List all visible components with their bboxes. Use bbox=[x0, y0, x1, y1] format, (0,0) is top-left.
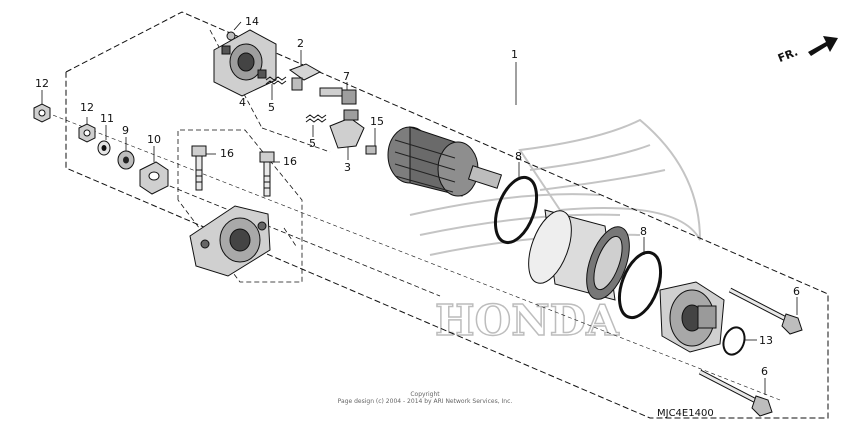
callout-12-inner: 12 bbox=[80, 101, 94, 114]
spring-5-upper bbox=[265, 76, 287, 85]
brush-holder-leaders bbox=[154, 29, 441, 297]
nut-12-outer bbox=[33, 103, 51, 123]
callout-8-front: 8 bbox=[515, 150, 522, 163]
callout-8-rear: 8 bbox=[640, 225, 647, 238]
terminal-insulator-10 bbox=[139, 161, 169, 195]
nut-12-inner bbox=[78, 123, 96, 143]
front-direction-arrow bbox=[808, 36, 838, 56]
callout-1: 1 bbox=[511, 48, 518, 61]
insulator-9 bbox=[117, 150, 135, 170]
callout-5-lower: 5 bbox=[309, 137, 316, 150]
front-cover bbox=[189, 205, 271, 277]
callout-14: 14 bbox=[245, 15, 259, 28]
motor-yoke bbox=[528, 209, 630, 301]
brush-3 bbox=[329, 109, 365, 149]
assembly-boundary bbox=[65, 11, 829, 419]
copyright-notice: Copyright Page design (c) 2004 - 2014 by… bbox=[215, 391, 635, 406]
brush-2 bbox=[288, 63, 322, 91]
callout-6-upper: 6 bbox=[793, 285, 800, 298]
copyright-text: Page design (c) 2004 - 2014 by ARI Netwo… bbox=[337, 397, 513, 405]
brush-terminal-7 bbox=[319, 87, 357, 105]
callout-13: 13 bbox=[759, 334, 773, 347]
callout-6-lower: 6 bbox=[761, 365, 768, 378]
rear-cover bbox=[659, 281, 725, 353]
callout-9: 9 bbox=[122, 124, 129, 137]
bolt-16-right bbox=[259, 151, 275, 197]
front-cover-group-boundary bbox=[177, 129, 303, 283]
armature bbox=[387, 126, 503, 197]
o-ring-13 bbox=[722, 326, 746, 356]
brush-holder-4 bbox=[213, 29, 277, 97]
long-bolt-6-upper bbox=[728, 287, 803, 335]
spring-5-lower bbox=[305, 114, 327, 123]
callout-5-upper: 5 bbox=[268, 101, 275, 114]
callout-2: 2 bbox=[297, 37, 304, 50]
callout-3: 3 bbox=[344, 161, 351, 174]
honda-watermark: HONDA bbox=[435, 296, 620, 345]
copyright-title: Copyright bbox=[410, 391, 440, 398]
callout-4: 4 bbox=[239, 96, 246, 109]
o-ring-8-rear bbox=[617, 250, 663, 320]
callout-7: 7 bbox=[343, 70, 350, 83]
long-bolt-6-lower bbox=[698, 369, 773, 417]
o-ring-8-front bbox=[493, 175, 539, 245]
diagram-code: MJC4E1400 bbox=[657, 408, 714, 419]
callout-11: 11 bbox=[100, 112, 114, 125]
callout-15: 15 bbox=[370, 115, 384, 128]
callout-16-right: 16 bbox=[283, 155, 297, 168]
washer-11 bbox=[97, 140, 111, 156]
callout-16-left: 16 bbox=[220, 147, 234, 160]
bolt-15 bbox=[365, 145, 377, 155]
callout-10: 10 bbox=[147, 133, 161, 146]
callout-12-outer: 12 bbox=[35, 77, 49, 90]
bolt-16-left bbox=[191, 145, 207, 191]
